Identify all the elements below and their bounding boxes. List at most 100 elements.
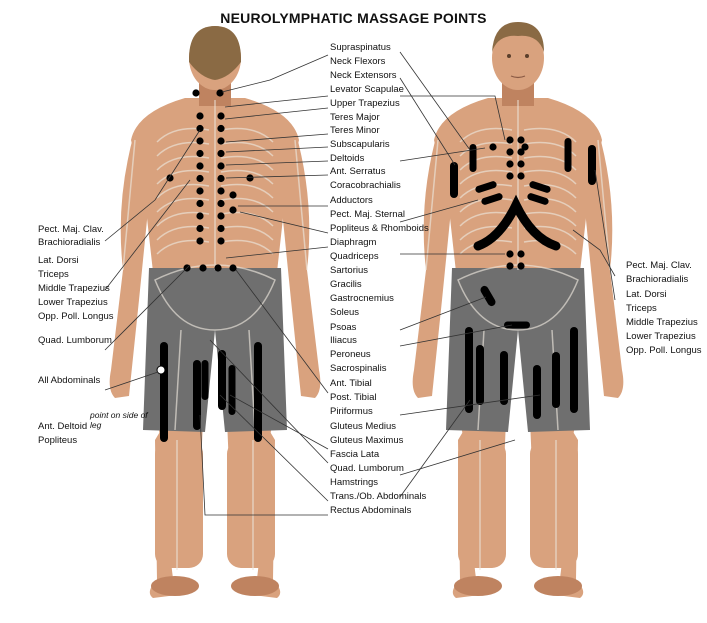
- massage-point: [506, 262, 514, 270]
- center-label-gracilis: Gracilis: [330, 279, 362, 290]
- center-label-gluteus-maximus: Gluteus Maximus: [330, 435, 404, 446]
- leader-line: [229, 394, 329, 450]
- massage-point: [517, 172, 525, 180]
- massage-strip: [588, 145, 596, 185]
- center-label-soleus: Soleus: [330, 307, 360, 318]
- front-figure: [412, 22, 624, 598]
- leader-line: [225, 174, 329, 179]
- center-label-gastrocnemius: Gastrocnemius: [330, 293, 394, 304]
- rib: [156, 141, 210, 157]
- leader-line: [399, 394, 541, 416]
- rib: [220, 183, 274, 199]
- massage-point: [517, 148, 525, 156]
- center-label-adductors: Adductors: [330, 195, 373, 206]
- massage-point: [217, 112, 225, 120]
- rib: [156, 211, 210, 227]
- right-foot: [534, 576, 582, 596]
- mouth: [510, 75, 526, 79]
- massage-point: [229, 191, 237, 199]
- massage-strip: [481, 193, 503, 205]
- right-label-lat-dorsi: Lat. Dorsi: [626, 289, 667, 300]
- right-label-triceps: Triceps: [626, 303, 657, 314]
- massage-point: [517, 250, 525, 258]
- left-foot: [454, 576, 502, 596]
- massage-point: [196, 212, 204, 220]
- massage-strip: [529, 181, 551, 193]
- left-label-lower-trapezius: Lower Trapezius: [38, 297, 108, 308]
- massage-point: [217, 212, 225, 220]
- right-humerus: [294, 139, 308, 271]
- massage-point: [217, 174, 225, 183]
- leader-line: [399, 296, 487, 331]
- rib: [220, 127, 274, 143]
- leader-line: [399, 399, 471, 498]
- left-label-pect-maj-clav: Pect. Maj. Clav.: [38, 224, 104, 235]
- rib: [156, 197, 210, 213]
- massage-point: [196, 124, 204, 133]
- center-label-sacrospinalis: Sacrospinalis: [330, 363, 387, 374]
- right-eye: [525, 54, 529, 58]
- leader-line: [219, 394, 329, 502]
- massage-point: [196, 137, 204, 145]
- left-label-lat-dorsi: Lat. Dorsi: [38, 255, 79, 266]
- left-label-ant-deltoid: Ant. Deltoid: [38, 421, 88, 432]
- leader-line: [399, 77, 456, 166]
- leader-line: [104, 264, 191, 351]
- rib: [220, 225, 274, 241]
- rib: [220, 197, 274, 213]
- massage-strip: [480, 285, 496, 307]
- rib: [156, 169, 210, 185]
- center-label-post-tibial: Post. Tibial: [330, 392, 377, 403]
- massage-strip: [570, 327, 578, 413]
- leader-line: [225, 146, 329, 153]
- massage-point: [199, 264, 207, 272]
- massage-point: [217, 224, 225, 233]
- shorts: [143, 268, 287, 432]
- right-label-opp-poll-longus: Opp. Poll. Longus: [626, 345, 702, 356]
- massage-point: [217, 149, 225, 158]
- left-label-middle-trapezius: Middle Trapezius: [38, 283, 110, 294]
- center-label-hamstrings: Hamstrings: [330, 477, 379, 488]
- massage-point: [506, 160, 514, 168]
- massage-point: [229, 264, 237, 272]
- center-label-supraspinatus: Supraspinatus: [330, 42, 391, 53]
- center-label-ant-serratus: Ant. Serratus: [330, 166, 386, 177]
- rib: [459, 141, 513, 157]
- left-foot: [151, 576, 199, 596]
- center-label-gluteus-medius: Gluteus Medius: [330, 421, 397, 432]
- massage-strip: [527, 193, 549, 205]
- center-label-fascia-lata: Fascia Lata: [330, 449, 380, 460]
- leader-line: [224, 107, 329, 120]
- massage-strip: [228, 365, 236, 415]
- massage-point: [214, 264, 222, 272]
- left-label-quad-lumborum: Quad. Lumborum: [38, 335, 112, 346]
- massage-strip: [201, 360, 209, 400]
- center-label-deltoids: Deltoids: [330, 153, 365, 164]
- center-label-neck-flexors: Neck Flexors: [330, 56, 386, 67]
- diagram-title: NEUROLYMPHATIC MASSAGE POINTS: [220, 10, 487, 26]
- head: [492, 26, 544, 90]
- leader-line: [400, 95, 506, 141]
- rib: [220, 211, 274, 227]
- rib: [220, 155, 274, 171]
- massage-point: [217, 137, 225, 145]
- massage-point: [506, 172, 514, 180]
- right-lower-leg: [530, 440, 578, 568]
- back-skeleton: [122, 100, 308, 570]
- left-arm: [412, 130, 456, 398]
- massage-point: [192, 89, 200, 97]
- massage-point: [517, 136, 525, 144]
- rib: [156, 155, 210, 171]
- massage-strip: [533, 365, 541, 419]
- leader-line: [399, 439, 516, 476]
- massage-point: [506, 136, 514, 144]
- massage-point: [196, 162, 204, 170]
- leader-line: [594, 169, 616, 301]
- rib: [220, 239, 274, 255]
- back-side-leg-strip-right: [254, 342, 262, 442]
- massage-point: [217, 162, 225, 170]
- leader-line: [199, 414, 328, 516]
- center-label-neck-extensors: Neck Extensors: [330, 70, 397, 81]
- rib: [220, 169, 274, 185]
